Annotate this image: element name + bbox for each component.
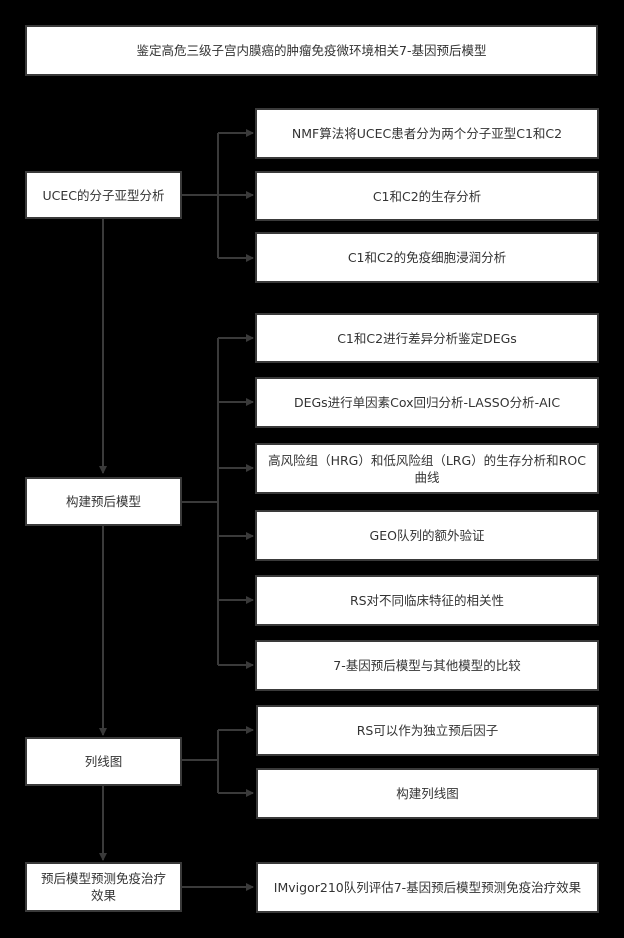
stage-build-model: 构建预后模型 <box>25 477 182 526</box>
step-cox-lasso: DEGs进行单因素Cox回归分析-LASSO分析-AIC <box>255 377 599 428</box>
step-rs-clinical: RS对不同临床特征的相关性 <box>255 575 599 626</box>
stage-nomogram: 列线图 <box>25 737 182 786</box>
step-model-comparison: 7-基因预后模型与其他模型的比较 <box>255 640 599 691</box>
title-box: 鉴定高危三级子宫内膜癌的肿瘤免疫微环境相关7-基因预后模型 <box>25 25 598 76</box>
step-build-nomogram: 构建列线图 <box>256 768 599 819</box>
step-nmf: NMF算法将UCEC患者分为两个分子亚型C1和C2 <box>255 108 599 159</box>
step-survival: C1和C2的生存分析 <box>255 171 599 221</box>
step-risk-groups: 高风险组（HRG）和低风险组（LRG）的生存分析和ROC曲线 <box>255 443 599 494</box>
stage-ucec-subtype: UCEC的分子亚型分析 <box>25 171 182 219</box>
step-imvigor210: IMvigor210队列评估7-基因预后模型预测免疫治疗效果 <box>256 862 599 913</box>
step-immune-infiltration: C1和C2的免疫细胞浸润分析 <box>255 232 599 283</box>
stage-immunotherapy: 预后模型预测免疫治疗效果 <box>25 862 182 912</box>
step-degs: C1和C2进行差异分析鉴定DEGs <box>255 313 599 363</box>
step-geo-validation: GEO队列的额外验证 <box>255 510 599 561</box>
step-independent-factor: RS可以作为独立预后因子 <box>256 705 599 756</box>
